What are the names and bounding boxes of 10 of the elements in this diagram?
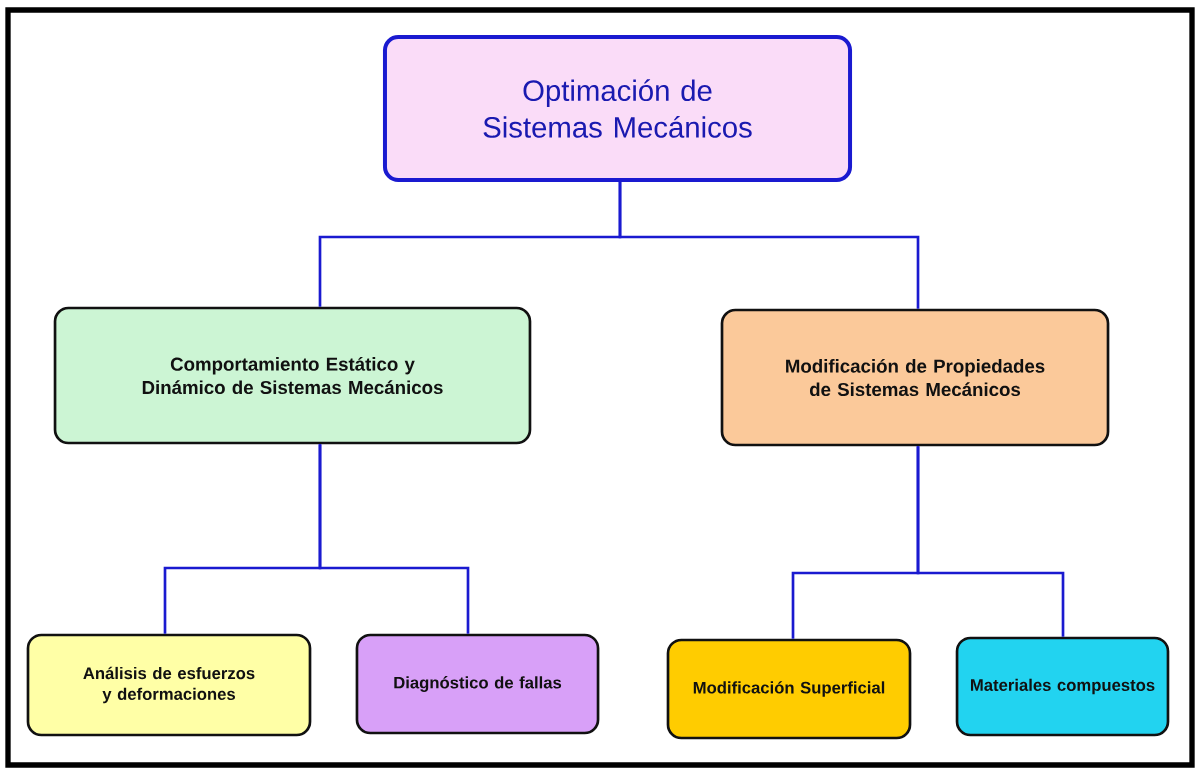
topic-box: Comportamiento Estático y Dinámico de Sistemas Mecánicos [53,306,532,445]
topic-box: Diagnóstico de fallas [355,633,600,735]
topic-box: Análisis de esfuerzos y deformaciones [26,633,312,737]
topic-box: Modificación Superficial [666,638,912,740]
topic-box: Modificación de Propiedades de Sistemas Mecánicos [720,308,1110,447]
connector [318,444,470,634]
connector [618,181,920,309]
connector [916,446,1065,637]
title-box: Optimación de Sistemas Mecánicos [382,35,853,182]
topic-box: Materiales compuestos [955,636,1170,737]
